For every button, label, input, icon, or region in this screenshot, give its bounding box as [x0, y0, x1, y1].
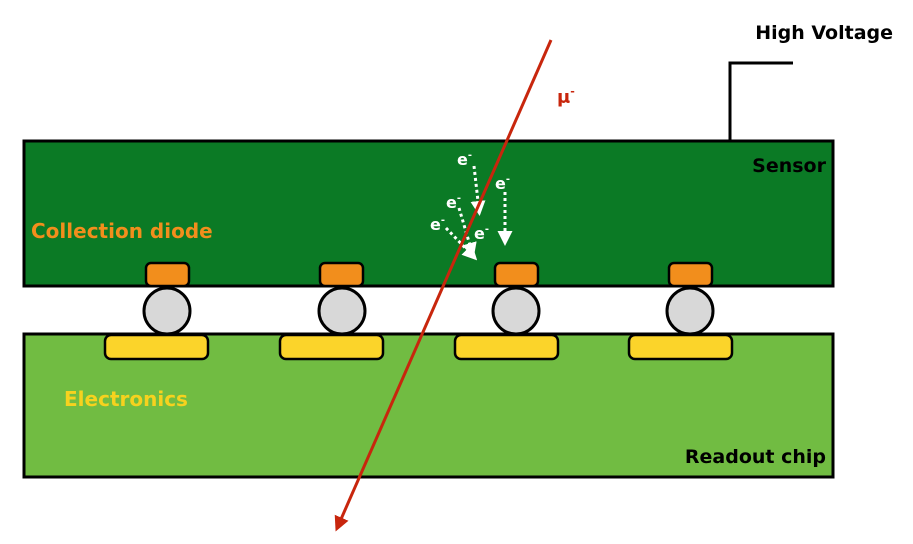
high-voltage-wire	[728, 61, 793, 141]
electron-label-5: e-	[474, 224, 489, 243]
collection-diodes	[144, 261, 714, 288]
electron-label-1: e-	[457, 150, 472, 169]
electron-labels: e- e- e- e- e-	[430, 150, 510, 243]
diode-2	[318, 261, 365, 288]
diode-4	[667, 261, 714, 288]
muon-track	[334, 39, 553, 532]
electron-label-4: e-	[430, 215, 445, 234]
pad-4	[627, 333, 734, 361]
pad-3	[453, 333, 560, 361]
muon-label: μ-	[557, 85, 575, 108]
diode-1	[144, 261, 191, 288]
bump-bonds	[142, 286, 715, 336]
readout-chip-label: Readout chip	[685, 446, 826, 468]
pad-1	[103, 333, 210, 361]
electron-label-3: e-	[446, 193, 461, 212]
sensor-label: Sensor	[752, 155, 826, 177]
electron-label-2: e-	[495, 174, 510, 193]
electronics-label: Electronics	[64, 387, 188, 411]
diode-3	[493, 261, 540, 288]
collection-diode-label: Collection diode	[31, 219, 213, 243]
bump-4	[665, 286, 715, 336]
electron-arrow-4	[444, 226, 478, 261]
high-voltage-label: High Voltage	[755, 22, 893, 44]
bump-3	[491, 286, 541, 336]
pad-2	[278, 333, 385, 361]
bump-1	[142, 286, 192, 336]
bump-2	[317, 286, 367, 336]
electronics-pads	[103, 333, 734, 361]
